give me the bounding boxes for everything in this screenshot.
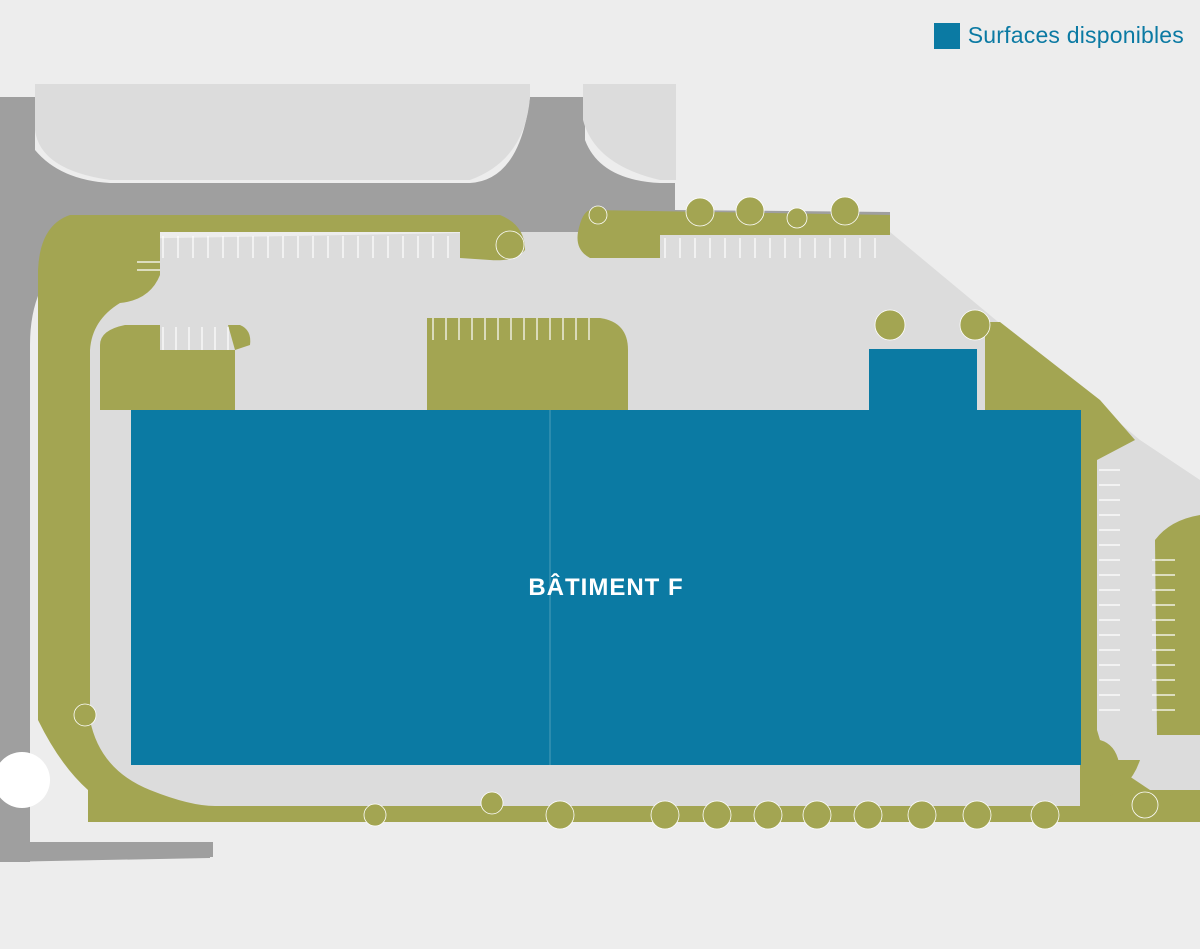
legend-label: Surfaces disponibles bbox=[967, 22, 1184, 48]
tree-icon bbox=[480, 791, 504, 815]
tree-icon bbox=[685, 197, 715, 227]
green-left-band bbox=[38, 215, 525, 822]
green-bottom-strip bbox=[215, 806, 1150, 822]
tree-icon bbox=[853, 800, 883, 830]
tree-icon bbox=[959, 309, 991, 341]
tree-icon bbox=[73, 703, 97, 727]
top-right-paved-lot bbox=[583, 84, 676, 180]
roundabout bbox=[0, 752, 50, 808]
parking-stalls-top-right bbox=[664, 238, 876, 258]
tree-icon bbox=[545, 800, 575, 830]
tree-icon bbox=[1030, 800, 1060, 830]
building-annex[interactable] bbox=[869, 349, 977, 410]
tree-icon bbox=[702, 800, 732, 830]
tree-icon bbox=[495, 230, 525, 260]
building-f-footprint[interactable] bbox=[131, 410, 1081, 765]
tree-icon bbox=[1131, 791, 1159, 819]
legend-swatch bbox=[933, 22, 960, 49]
tree-icon bbox=[802, 800, 832, 830]
top-left-paved-lot bbox=[35, 84, 530, 180]
green-top-right-strip bbox=[577, 210, 890, 258]
tree-icon bbox=[786, 207, 808, 229]
parking-stalls-right bbox=[1099, 469, 1175, 711]
green-center-island bbox=[427, 318, 628, 410]
tree-icon bbox=[907, 800, 937, 830]
parking-stalls-small-left bbox=[162, 327, 229, 350]
trees bbox=[73, 196, 1159, 830]
tree-icon bbox=[962, 800, 992, 830]
tree-icon bbox=[874, 309, 906, 341]
parking-stalls-top-left bbox=[162, 236, 449, 258]
parking-stalls-left-entry bbox=[137, 261, 160, 271]
tree-icon bbox=[735, 196, 765, 226]
tree-icon bbox=[753, 800, 783, 830]
map-legend: Surfaces disponibles bbox=[933, 22, 1184, 49]
tree-icon bbox=[363, 803, 387, 827]
tree-icon bbox=[650, 800, 680, 830]
tree-icon bbox=[588, 205, 608, 225]
tree-icon bbox=[830, 196, 860, 226]
green-right-diagonal bbox=[985, 322, 1200, 822]
parking-stalls-center bbox=[432, 318, 590, 340]
